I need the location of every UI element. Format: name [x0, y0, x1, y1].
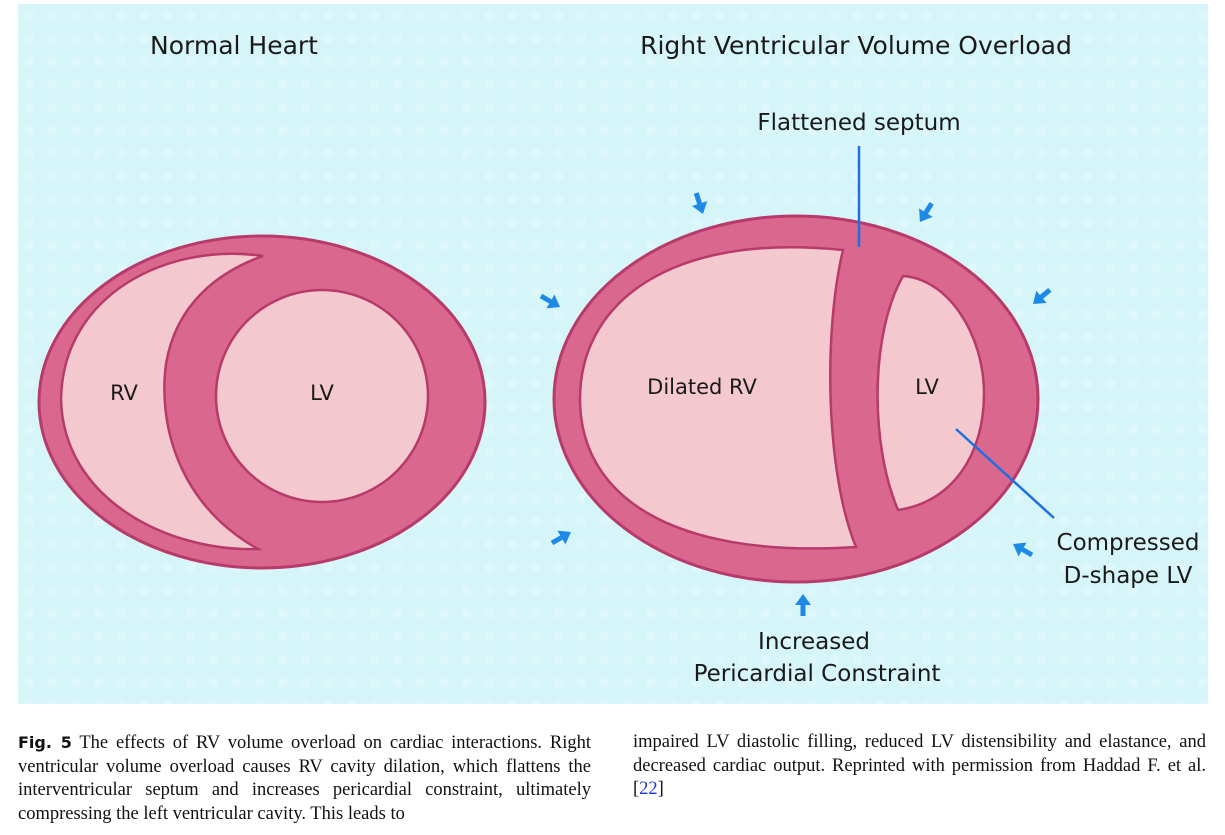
arrow-head	[919, 208, 933, 222]
pressure-arrow-icon	[795, 594, 811, 616]
overload-heart	[552, 214, 1040, 584]
caption-column-right: impaired LV diastolic filling, reduced L…	[633, 731, 1206, 802]
dilated-rv-label: Dilated RV	[647, 375, 757, 399]
pressure-arrow-icon	[550, 530, 571, 546]
arrow-shaft	[550, 534, 565, 546]
caption-column-left: Fig. 5 The effects of RV volume overload…	[18, 731, 591, 826]
diagram-canvas: Normal Heart Right Ventricular Volume Ov…	[18, 4, 1208, 704]
constraint-annotation-line2: Pericardial Constraint	[694, 661, 941, 687]
arrow-shaft	[539, 293, 554, 305]
lv-pointer-line	[955, 428, 1055, 519]
pressure-arrow-icon	[691, 192, 708, 214]
normal-heart-title: Normal Heart	[150, 31, 318, 60]
lv-annotation-line1: Compressed	[1057, 530, 1200, 556]
normal-heart	[37, 234, 487, 570]
reference-link[interactable]: 22	[639, 779, 658, 799]
overload-lv-label: LV	[915, 375, 939, 399]
compressed-lv-cavity	[876, 274, 986, 512]
arrow-shaft	[1019, 546, 1034, 558]
caption-text-right: impaired LV diastolic filling, reduced L…	[633, 732, 1206, 776]
caption-text-left: The effects of RV volume overload on car…	[18, 733, 591, 824]
normal-rv-label: RV	[110, 381, 138, 405]
arrow-head	[691, 201, 708, 214]
dilated-rv-cavity	[578, 245, 858, 550]
normal-rv-cavity	[59, 252, 264, 551]
heart-diagram-figure: Normal Heart Right Ventricular Volume Ov…	[18, 4, 1208, 704]
arrow-shaft	[922, 202, 934, 216]
overload-title: Right Ventricular Volume Overload	[640, 31, 1072, 60]
constraint-annotation-line1: Increased	[758, 629, 870, 655]
pressure-arrow-icon	[1033, 287, 1052, 304]
arrow-head	[795, 594, 811, 605]
normal-lv-cavity	[214, 288, 430, 504]
pressure-arrow-icon	[919, 202, 934, 222]
arrow-shaft	[1038, 287, 1052, 301]
arrow-head	[546, 294, 560, 309]
arrow-head	[1013, 542, 1027, 557]
pressure-arrow-icon	[539, 293, 560, 309]
normal-lv-label: LV	[310, 381, 334, 405]
arrow-head	[557, 530, 571, 545]
lv-annotation-line2: D-shape LV	[1064, 563, 1193, 589]
reference-bracket-open: [	[633, 779, 640, 799]
pericardial-arrows	[539, 192, 1052, 616]
figure-label: Fig. 5	[18, 733, 72, 752]
septum-annotation: Flattened septum	[757, 110, 960, 136]
arrow-shaft	[693, 192, 703, 207]
reference-bracket-close: ]	[657, 779, 664, 799]
pressure-arrow-icon	[1013, 542, 1034, 558]
arrow-head	[1033, 290, 1047, 304]
